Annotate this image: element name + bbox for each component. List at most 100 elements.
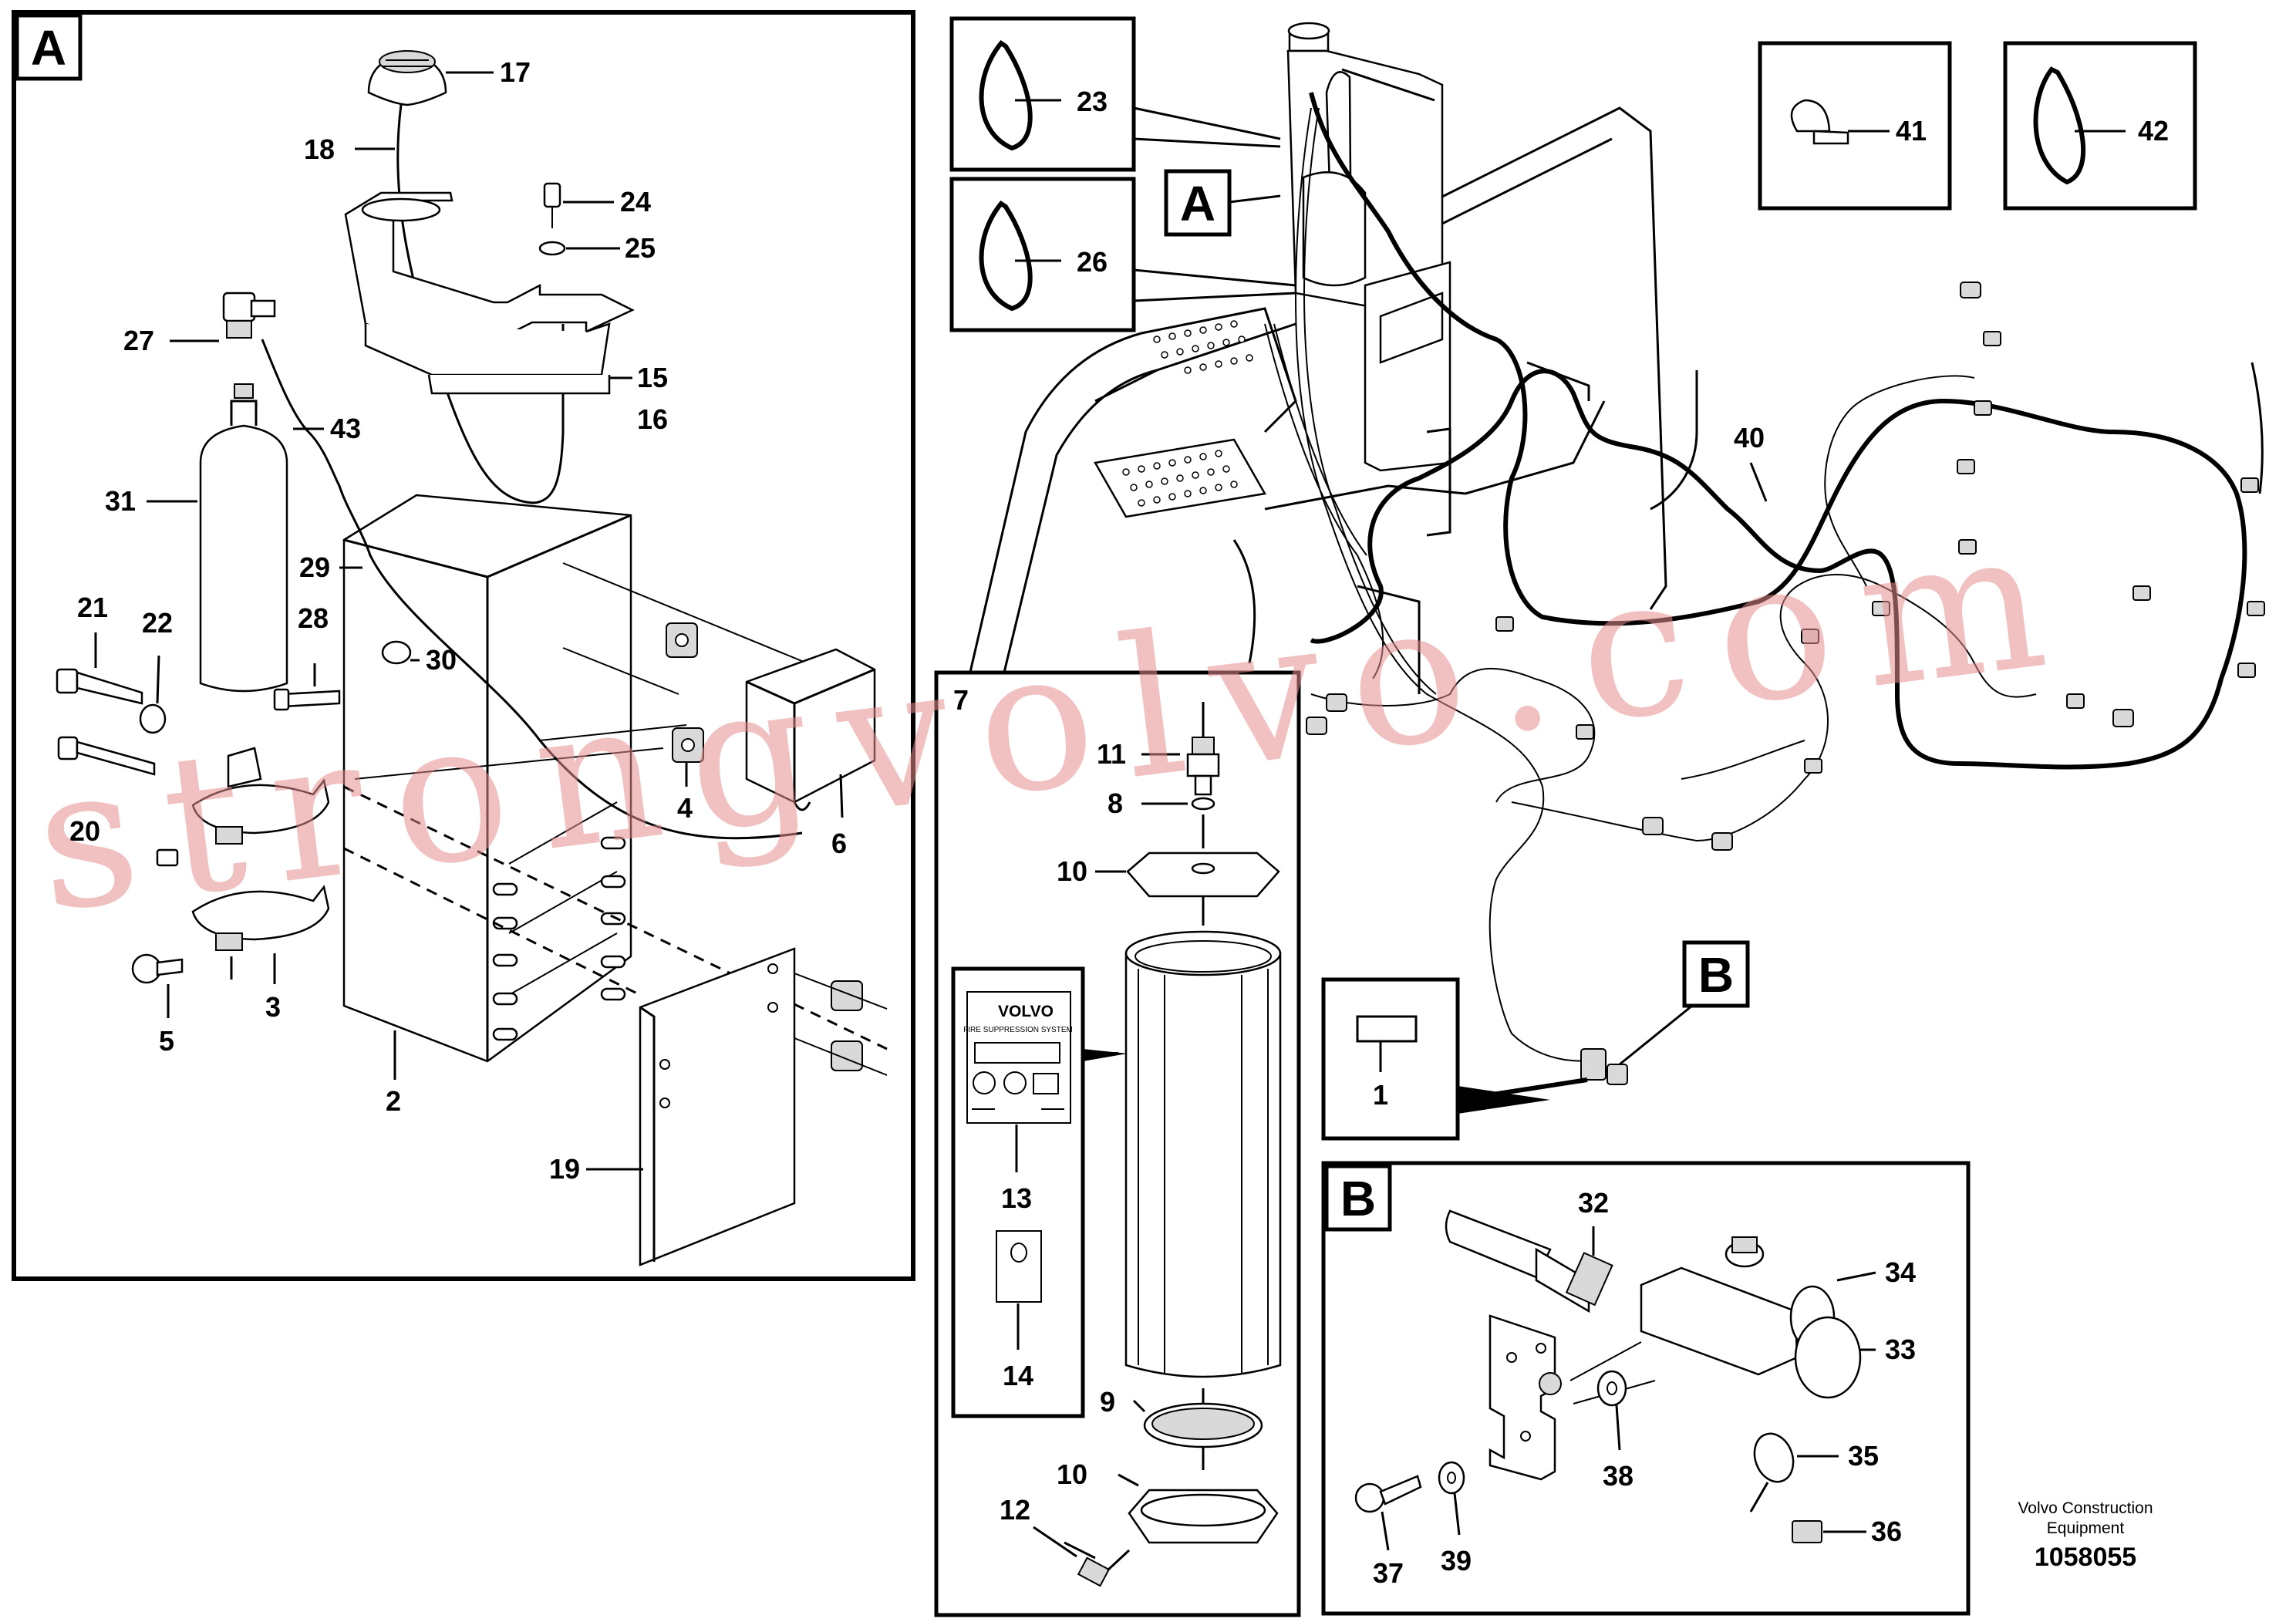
mount-bracket — [1489, 1314, 1656, 1481]
footer: Volvo Construction Equipment 1058055 — [2018, 1499, 2153, 1572]
box-slots — [492, 836, 626, 1041]
machine-overview: 40 A B 1 — [967, 22, 2265, 1141]
callout-9: 9 — [1100, 1386, 1115, 1418]
callout-35: 35 — [1848, 1440, 1879, 1472]
tank-box: 2 — [342, 494, 632, 1117]
extinguisher-bottle: 31 — [105, 383, 288, 693]
callout-17: 17 — [500, 56, 531, 88]
bolt-28: 28 30 — [273, 602, 457, 711]
callout-10a: 10 — [1057, 855, 1087, 887]
callout-34: 34 — [1885, 1256, 1916, 1288]
callout-11: 11 — [1097, 738, 1126, 770]
footer-line1: Volvo Construction — [2018, 1499, 2153, 1517]
callout-43: 43 — [330, 413, 361, 444]
cylinder-body — [1124, 930, 1282, 1378]
overview-tag-a: A — [1164, 169, 1281, 237]
callout-36: 36 — [1871, 1516, 1902, 1547]
callout-26: 26 — [1077, 246, 1108, 278]
callout-24: 24 — [620, 186, 651, 218]
top-cover: 15 16 — [344, 191, 668, 435]
callout-4: 4 — [677, 792, 693, 824]
callout-31: 31 — [105, 485, 136, 517]
callout-10b: 10 — [1057, 1458, 1087, 1490]
callout-18: 18 — [304, 133, 335, 165]
tank-tower — [1286, 22, 1451, 537]
callout-20: 20 — [69, 815, 100, 847]
callout-39: 39 — [1441, 1545, 1472, 1576]
bolt-37: 37 — [1354, 1475, 1422, 1589]
panel-b: B 32 34 33 — [1321, 1161, 1971, 1616]
bracket-plate: 19 — [549, 947, 888, 1266]
cap-36: 36 — [1792, 1516, 1902, 1547]
drawing-number: 1058055 — [2035, 1543, 2136, 1572]
callout-2: 2 — [386, 1085, 401, 1117]
panel-a-tag: A — [31, 20, 66, 76]
control-box: 6 — [745, 648, 876, 859]
callout-32: 32 — [1578, 1187, 1609, 1219]
callout-19: 19 — [549, 1153, 580, 1185]
callout-42: 42 — [2138, 115, 2169, 147]
panel-b-tag: B — [1340, 1171, 1376, 1226]
sensor-cap: 17 — [367, 50, 531, 106]
callout-5: 5 — [159, 1025, 174, 1057]
wiring-harness — [1309, 92, 2247, 770]
callout-14: 14 — [1003, 1360, 1033, 1391]
pushrod-32: 32 — [1445, 1187, 1613, 1313]
callout-15: 15 — [637, 362, 668, 393]
clip-nut-4: 4 — [666, 622, 704, 824]
footer-line2: Equipment — [2047, 1519, 2125, 1537]
bottom-flange-10: 10 — [1057, 1458, 1279, 1544]
bolt-5: 5 — [131, 848, 184, 1057]
callout-1: 1 — [1373, 1079, 1388, 1111]
inset-23: 23 — [949, 16, 1281, 172]
callout-16: 16 — [637, 403, 668, 435]
actuator-body: 34 33 — [1640, 1236, 1916, 1399]
callout-27: 27 — [123, 325, 154, 356]
overview-tag-b: B — [1619, 940, 1750, 1066]
pressure-hose — [261, 339, 803, 840]
seal-tag-35: 35 — [1749, 1432, 1879, 1512]
bolt-24: 24 25 — [538, 182, 656, 264]
callout-40: 40 — [1734, 422, 1765, 454]
seal-9: 9 — [1100, 1386, 1263, 1448]
decal-subtitle: FIRE SUPPRESSION SYSTEM — [963, 1026, 1073, 1034]
clamp-3: 3 — [191, 747, 330, 1023]
nozzle-12: 12 — [1000, 1494, 1131, 1587]
callout-12: 12 — [1000, 1494, 1030, 1526]
panel-7: 7 11 8 10 — [934, 670, 1301, 1617]
overview-tag-a-label: A — [1180, 176, 1215, 231]
callout-37: 37 — [1373, 1557, 1404, 1589]
actuator-location — [1580, 1048, 1628, 1085]
inset-42: 42 — [2003, 41, 2197, 211]
button-box-1: 1 — [1321, 977, 1588, 1141]
callout-28: 28 — [298, 602, 329, 634]
bolt-20 — [57, 736, 156, 776]
callout-8: 8 — [1108, 787, 1123, 819]
callout-21: 21 — [77, 592, 108, 623]
valve-27: 27 — [123, 292, 276, 356]
callout-23: 23 — [1077, 86, 1108, 117]
callout-22: 22 — [142, 607, 173, 639]
top-flange-10: 10 — [1057, 851, 1280, 898]
callout-29: 29 — [299, 551, 330, 583]
decal-box: VOLVO FIRE SUPPRESSION SYSTEM 13 14 — [951, 966, 1128, 1418]
bolt-21: 21 22 — [56, 592, 173, 734]
callout-13: 13 — [1001, 1182, 1032, 1214]
callout-38: 38 — [1603, 1460, 1633, 1492]
washer-39: 39 — [1438, 1461, 1472, 1576]
sensor-11: 11 — [1097, 737, 1220, 796]
machine-frame — [967, 307, 1297, 679]
inset-26: 26 — [949, 177, 1296, 332]
callout-41: 41 — [1896, 115, 1927, 147]
harness-clips — [1306, 282, 2265, 851]
decal-brand: VOLVO — [998, 1003, 1054, 1020]
callout-3: 3 — [265, 991, 281, 1023]
panel-a: A 17 18 15 16 24 — [12, 10, 915, 1281]
panel-7-tag: 7 — [953, 684, 969, 716]
callout-30: 30 — [426, 644, 457, 676]
inset-41: 41 — [1758, 41, 1952, 211]
callout-25: 25 — [625, 232, 656, 264]
overview-tag-b-label: B — [1698, 947, 1734, 1003]
washer-38: 38 — [1596, 1370, 1633, 1492]
